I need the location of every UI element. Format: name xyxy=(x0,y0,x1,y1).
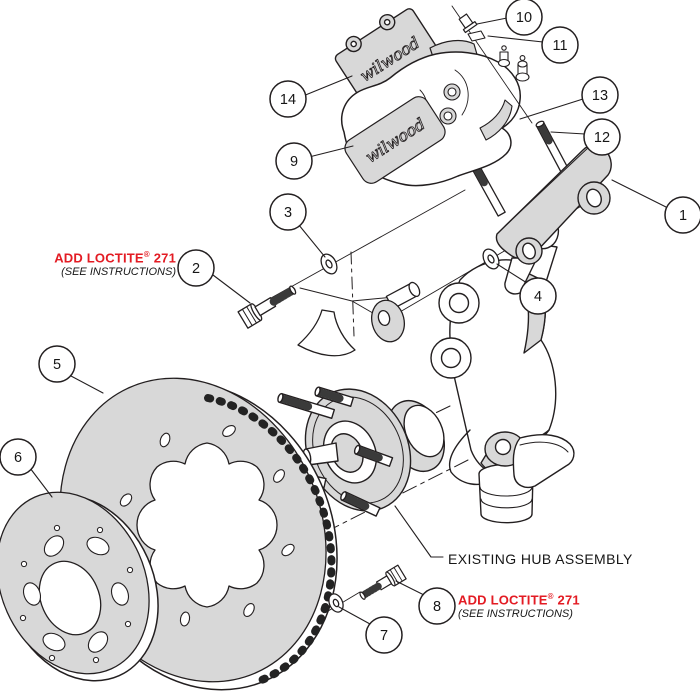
pivot-washer xyxy=(482,248,500,270)
caliper-mount-eyes xyxy=(430,282,480,379)
callout-7: 7 xyxy=(365,616,403,654)
callout-number: 6 xyxy=(14,450,22,466)
callout-1: 1 xyxy=(664,196,700,234)
wheel-stud xyxy=(277,392,336,420)
callout-8: 8 xyxy=(418,587,456,625)
callout-13: 13 xyxy=(581,76,619,114)
callout-6: 6 xyxy=(0,438,37,476)
pivot-washer-boss xyxy=(371,299,405,343)
hat-rivet-holes xyxy=(19,524,134,664)
retainer-clip xyxy=(467,30,486,42)
brake-caliper: wilwood wilwood xyxy=(334,8,530,187)
tie-rod-arm xyxy=(512,434,575,489)
callout-3: 3 xyxy=(269,193,307,231)
hat-center-bore xyxy=(38,560,102,636)
hub-assembly xyxy=(277,386,445,517)
loctite-warning-text: ADD LOCTITE® 271 xyxy=(54,250,176,266)
label-loctite-right: ADD LOCTITE® 271 (SEE INSTRUCTIONS) xyxy=(458,592,580,621)
callout-5: 5 xyxy=(38,345,76,383)
hat-lug-holes xyxy=(22,535,130,653)
callout-number: 9 xyxy=(290,154,298,170)
callout-9: 9 xyxy=(275,142,313,180)
callout-number: 11 xyxy=(552,38,567,54)
label-loctite-left: ADD LOCTITE® 271 (SEE INSTRUCTIONS) xyxy=(38,250,176,279)
callout-number: 12 xyxy=(594,130,610,146)
bleed-screws xyxy=(439,45,530,125)
bracket-washer xyxy=(320,253,338,275)
wheel-stud xyxy=(353,444,394,467)
callout-11: 11 xyxy=(541,26,579,64)
callout-2: 2 xyxy=(177,249,215,287)
callout-number: 4 xyxy=(534,289,542,305)
callout-number: 8 xyxy=(433,599,441,615)
loctite-warning-text: ADD LOCTITE® 271 xyxy=(458,592,580,608)
callout-12: 12 xyxy=(583,118,621,156)
callout-number: 2 xyxy=(192,261,200,277)
rotor-vent-slots xyxy=(204,394,336,686)
rotor-hat xyxy=(0,491,159,682)
callouts: 1 2 3 4 5 6 7 8 9 10 11 12 13 14 xyxy=(0,0,700,654)
callout-number: 3 xyxy=(284,205,292,221)
callout-4: 4 xyxy=(519,277,557,315)
bleed-screw xyxy=(497,45,511,68)
upper-pivot-assembly xyxy=(297,281,421,357)
loctite-instructions-note: (SEE INSTRUCTIONS) xyxy=(61,266,176,279)
label-existing-hub: EXISTING HUB ASSEMBLY xyxy=(448,551,633,567)
caliper-bracket xyxy=(495,144,612,295)
pad-retainer-pin xyxy=(458,13,478,34)
callout-number: 7 xyxy=(380,628,388,644)
rotor-center-opening xyxy=(136,442,278,608)
hat-bolt xyxy=(359,564,407,600)
callout-number: 13 xyxy=(592,88,608,104)
callout-number: 5 xyxy=(53,357,61,373)
outer-brake-pad: wilwood xyxy=(334,8,444,108)
callout-14: 14 xyxy=(269,80,307,118)
callout-number: 1 xyxy=(679,208,687,224)
wheel-stud xyxy=(340,491,381,517)
callout-number: 14 xyxy=(280,92,296,108)
callout-number: 10 xyxy=(516,10,532,26)
leader-lines xyxy=(29,17,669,625)
bleed-screw xyxy=(515,55,530,82)
hub-label-leader xyxy=(394,505,444,558)
loctite-instructions-note: (SEE INSTRUCTIONS) xyxy=(458,608,573,621)
mounting-stud-upper xyxy=(535,120,569,173)
wheel-stud xyxy=(314,386,355,408)
bracket-bolt xyxy=(237,285,297,329)
callout-10: 10 xyxy=(505,0,543,36)
